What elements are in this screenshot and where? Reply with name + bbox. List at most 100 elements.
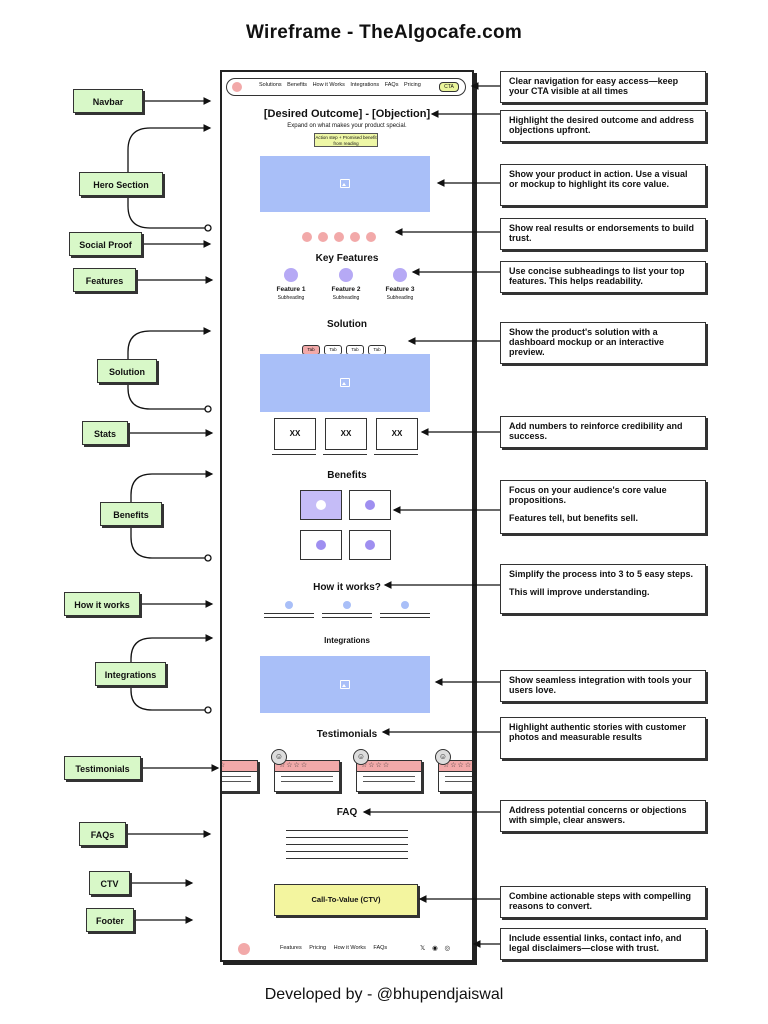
wf-nav-link: FAQs bbox=[384, 82, 399, 88]
wf-proof-dot bbox=[302, 232, 312, 242]
wf-testimonial-card: ☺ ☆☆☆☆ bbox=[271, 749, 340, 792]
wf-faq-line bbox=[286, 830, 408, 832]
wf-footer-link: FAQs bbox=[373, 945, 388, 951]
wf-step bbox=[264, 601, 314, 621]
label-social-proof: Social Proof bbox=[69, 232, 142, 256]
wf-step-dot bbox=[343, 601, 351, 609]
note-how-it-works: Simplify the process into 3 to 5 easy st… bbox=[500, 564, 706, 614]
note-text: Clear navigation for easy access—keep yo… bbox=[509, 76, 679, 96]
wf-stat-underline bbox=[272, 454, 316, 455]
note-footer: Include essential links, contact info, a… bbox=[500, 928, 706, 960]
wf-feature-name: Feature 3 bbox=[385, 286, 415, 293]
wf-feature-dot bbox=[393, 268, 407, 282]
wf-hero-subheading: Expand on what makes your product specia… bbox=[287, 123, 407, 129]
wf-feature: Feature 2 Subheading bbox=[321, 268, 371, 301]
wf-feature-name: Feature 2 bbox=[331, 286, 361, 293]
x-icon: 𝕏 bbox=[420, 945, 426, 952]
note-text: Use concise subheadings to list your top… bbox=[509, 266, 685, 286]
note-text: Show the product's solution with a dashb… bbox=[509, 327, 665, 357]
label-faqs: FAQs bbox=[79, 822, 126, 846]
wf-nav-link: Pricing bbox=[403, 82, 421, 88]
note-text: Include essential links, contact info, a… bbox=[509, 933, 682, 953]
label-benefits: Benefits bbox=[100, 502, 162, 526]
wf-footer-logo bbox=[238, 943, 250, 955]
wf-benefits-heading: Benefits bbox=[327, 470, 367, 481]
wf-integrations-heading: Integrations bbox=[324, 636, 370, 645]
label-footer: Footer bbox=[86, 908, 134, 932]
image-icon bbox=[340, 679, 350, 689]
wf-feature-dot bbox=[339, 268, 353, 282]
wf-step-dot bbox=[401, 601, 409, 609]
avatar-icon: ☺ bbox=[435, 749, 451, 765]
wf-faq-line bbox=[286, 851, 408, 853]
wf-feature-name: Feature 1 bbox=[276, 286, 306, 293]
note-social-proof: Show real results or endorsements to bui… bbox=[500, 218, 706, 250]
note-testimonials: Highlight authentic stories with custome… bbox=[500, 717, 706, 759]
wf-stat-box: XX bbox=[325, 418, 367, 450]
wf-benefit-dot bbox=[316, 500, 326, 510]
wf-faq-line bbox=[286, 837, 408, 839]
label-features: Features bbox=[73, 268, 136, 292]
wf-feature: Feature 3 Subheading bbox=[375, 268, 425, 301]
instagram-icon: ◎ bbox=[444, 945, 451, 952]
wf-stars: ☆☆☆☆ bbox=[439, 761, 472, 772]
label-ctv: CTV bbox=[89, 871, 130, 895]
note-integrations: Show seamless integration with tools you… bbox=[500, 670, 706, 702]
label-integrations: Integrations bbox=[95, 662, 166, 686]
wf-hero-heading: [Desired Outcome] - [Objection] bbox=[263, 108, 431, 120]
label-stats: Stats bbox=[82, 421, 128, 445]
label-navbar: Navbar bbox=[73, 89, 143, 113]
wf-social-proof-dots bbox=[302, 229, 382, 247]
note-features: Use concise subheadings to list your top… bbox=[500, 261, 706, 293]
wf-benefit-dot bbox=[316, 540, 326, 550]
wf-solution-image bbox=[260, 354, 430, 412]
diagram-title: Wireframe - TheAlgocafe.com bbox=[245, 22, 523, 43]
label-hero-section: Hero Section bbox=[79, 172, 163, 196]
wf-features-heading: Key Features bbox=[315, 253, 379, 264]
note-text: Highlight authentic stories with custome… bbox=[509, 722, 687, 742]
wf-logo-dot bbox=[232, 82, 242, 92]
wf-step-dot bbox=[285, 601, 293, 609]
note-text: Highlight the desired outcome and addres… bbox=[509, 115, 695, 135]
wf-testimonial-card: ☆☆☆☆ bbox=[222, 760, 258, 792]
wf-faq-line bbox=[286, 844, 408, 846]
wf-stat-underline bbox=[374, 454, 418, 455]
label-solution: Solution bbox=[97, 359, 157, 383]
wf-benefit-card bbox=[349, 530, 391, 560]
wf-testimonials-heading: Testimonials bbox=[316, 729, 378, 740]
wf-nav-links: Solutions Benefits How it Works Integrat… bbox=[259, 82, 425, 88]
note-solution: Show the product's solution with a dashb… bbox=[500, 322, 706, 364]
image-icon bbox=[340, 378, 350, 387]
wf-testimonial-card: ☺ ☆☆☆☆ bbox=[435, 749, 472, 792]
wf-stat-box: XX bbox=[376, 418, 418, 450]
note-text: Add numbers to reinforce credibility and… bbox=[509, 421, 683, 441]
wf-step bbox=[322, 601, 372, 621]
wf-footer-link: Pricing bbox=[309, 945, 327, 951]
wf-how-heading: How it works? bbox=[313, 582, 381, 593]
label-testimonials: Testimonials bbox=[64, 756, 141, 780]
wf-feature-sub: Subheading bbox=[386, 295, 414, 301]
wireframe-frame: Solutions Benefits How it Works Integrat… bbox=[220, 70, 474, 962]
avatar-icon: ☺ bbox=[353, 749, 369, 765]
wf-navbar: Solutions Benefits How it Works Integrat… bbox=[226, 78, 466, 96]
note-text: Features tell, but benefits sell. bbox=[509, 513, 639, 523]
note-text: Show seamless integration with tools you… bbox=[509, 675, 692, 695]
wf-stat-box: XX bbox=[274, 418, 316, 450]
facebook-icon: ◉ bbox=[432, 945, 438, 952]
wf-nav-link: Benefits bbox=[287, 82, 308, 88]
note-text: Combine actionable steps with compelling… bbox=[509, 891, 692, 911]
note-text: Focus on your audience's core value prop… bbox=[509, 485, 667, 505]
note-text: Simplify the process into 3 to 5 easy st… bbox=[509, 569, 694, 579]
wf-solution-heading: Solution bbox=[327, 319, 367, 330]
wf-feature-dot bbox=[284, 268, 298, 282]
wf-integrations-image bbox=[260, 656, 430, 713]
image-icon bbox=[340, 179, 350, 188]
wf-faq-line bbox=[286, 858, 408, 860]
note-ctv: Combine actionable steps with compelling… bbox=[500, 886, 706, 918]
note-text: Address potential concerns or objections… bbox=[509, 805, 687, 825]
wf-hero-image bbox=[260, 156, 430, 212]
credit-line: Developed by - @bhupendjaiswal bbox=[264, 986, 504, 1003]
wf-stars: ☆☆☆☆ bbox=[357, 761, 421, 772]
label-how-it-works: How it works bbox=[64, 592, 140, 616]
wf-step bbox=[380, 601, 430, 621]
